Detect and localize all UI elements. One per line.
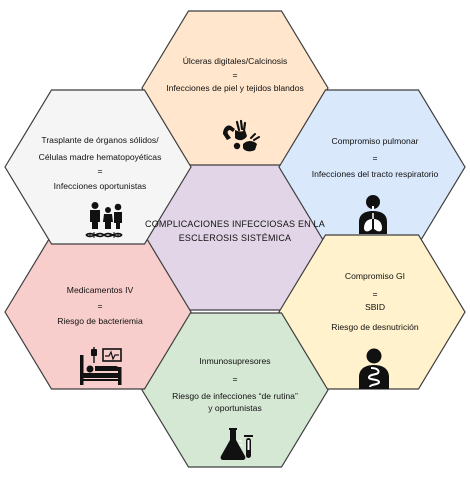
center-title-line2: EN LA ESCLEROSIS SISTÉMICA xyxy=(178,219,325,243)
bottom-line3: y oportunistas xyxy=(208,402,262,413)
upper-right-line2: Infecciones del tracto respiratorio xyxy=(311,169,439,180)
lower-right-hexagon-text: Compromiso GI = SBID Riesgo de desnutric… xyxy=(300,271,450,333)
lower-left-line2: Riesgo de bacteriemia xyxy=(57,316,143,327)
hospital-bed-icon xyxy=(80,347,122,385)
upper-left-equals: = xyxy=(97,166,103,177)
lower-left-line1: Medicamentos IV xyxy=(66,285,134,295)
digestive-person-icon xyxy=(359,348,389,389)
upper-right-equals: = xyxy=(372,152,378,163)
bottom-hexagon-text: Inmunosupresores = Riesgo de infecciones… xyxy=(150,356,320,414)
upper-right-line1: Compromiso pulmonar xyxy=(331,136,419,146)
bottom-line1: Inmunosupresores xyxy=(199,356,271,366)
flask-icon xyxy=(220,428,253,460)
upper-left-hexagon-text: Trasplante de órganos sólidos/ Células m… xyxy=(22,135,178,192)
bottom-line2: Riesgo de infecciones “de rutina” xyxy=(172,391,298,402)
family-dna-icon xyxy=(85,202,123,238)
top-hexagon-text: Úlceras digitales/Calcinosis = Infeccion… xyxy=(150,56,320,95)
bottom-equals: = xyxy=(232,373,238,384)
lower-left-hexagon-text: Medicamentos IV = Riesgo de bacteriemia xyxy=(30,285,170,328)
lower-left-equals: = xyxy=(97,300,103,311)
upper-left-hexagon xyxy=(4,89,192,245)
hands-icon xyxy=(223,119,260,152)
upper-left-line2: Células madre hematopoyéticas xyxy=(38,151,162,162)
center-title-line1: COMPLICACIONES INFECCIOSAS xyxy=(145,219,296,229)
center-title: COMPLICACIONES INFECCIOSAS EN LA ESCLERO… xyxy=(140,218,330,245)
upper-left-line3: Infecciones oportunistas xyxy=(53,180,147,191)
lower-right-line3: Riesgo de desnutrición xyxy=(331,321,419,332)
lower-right-equals: = xyxy=(372,289,378,300)
upper-right-hexagon-text: Compromiso pulmonar = Infecciones del tr… xyxy=(300,136,450,181)
lower-right-line2: SBID xyxy=(364,302,386,313)
lower-right-line1: Compromiso GI xyxy=(344,271,406,281)
lungs-person-icon xyxy=(359,195,387,234)
top-line1: Úlceras digitales/Calcinosis xyxy=(182,56,288,66)
upper-left-line1: Trasplante de órganos sólidos/ xyxy=(41,135,159,145)
top-line2: Infecciones de piel y tejidos blandos xyxy=(166,83,304,94)
top-equals: = xyxy=(232,69,238,80)
